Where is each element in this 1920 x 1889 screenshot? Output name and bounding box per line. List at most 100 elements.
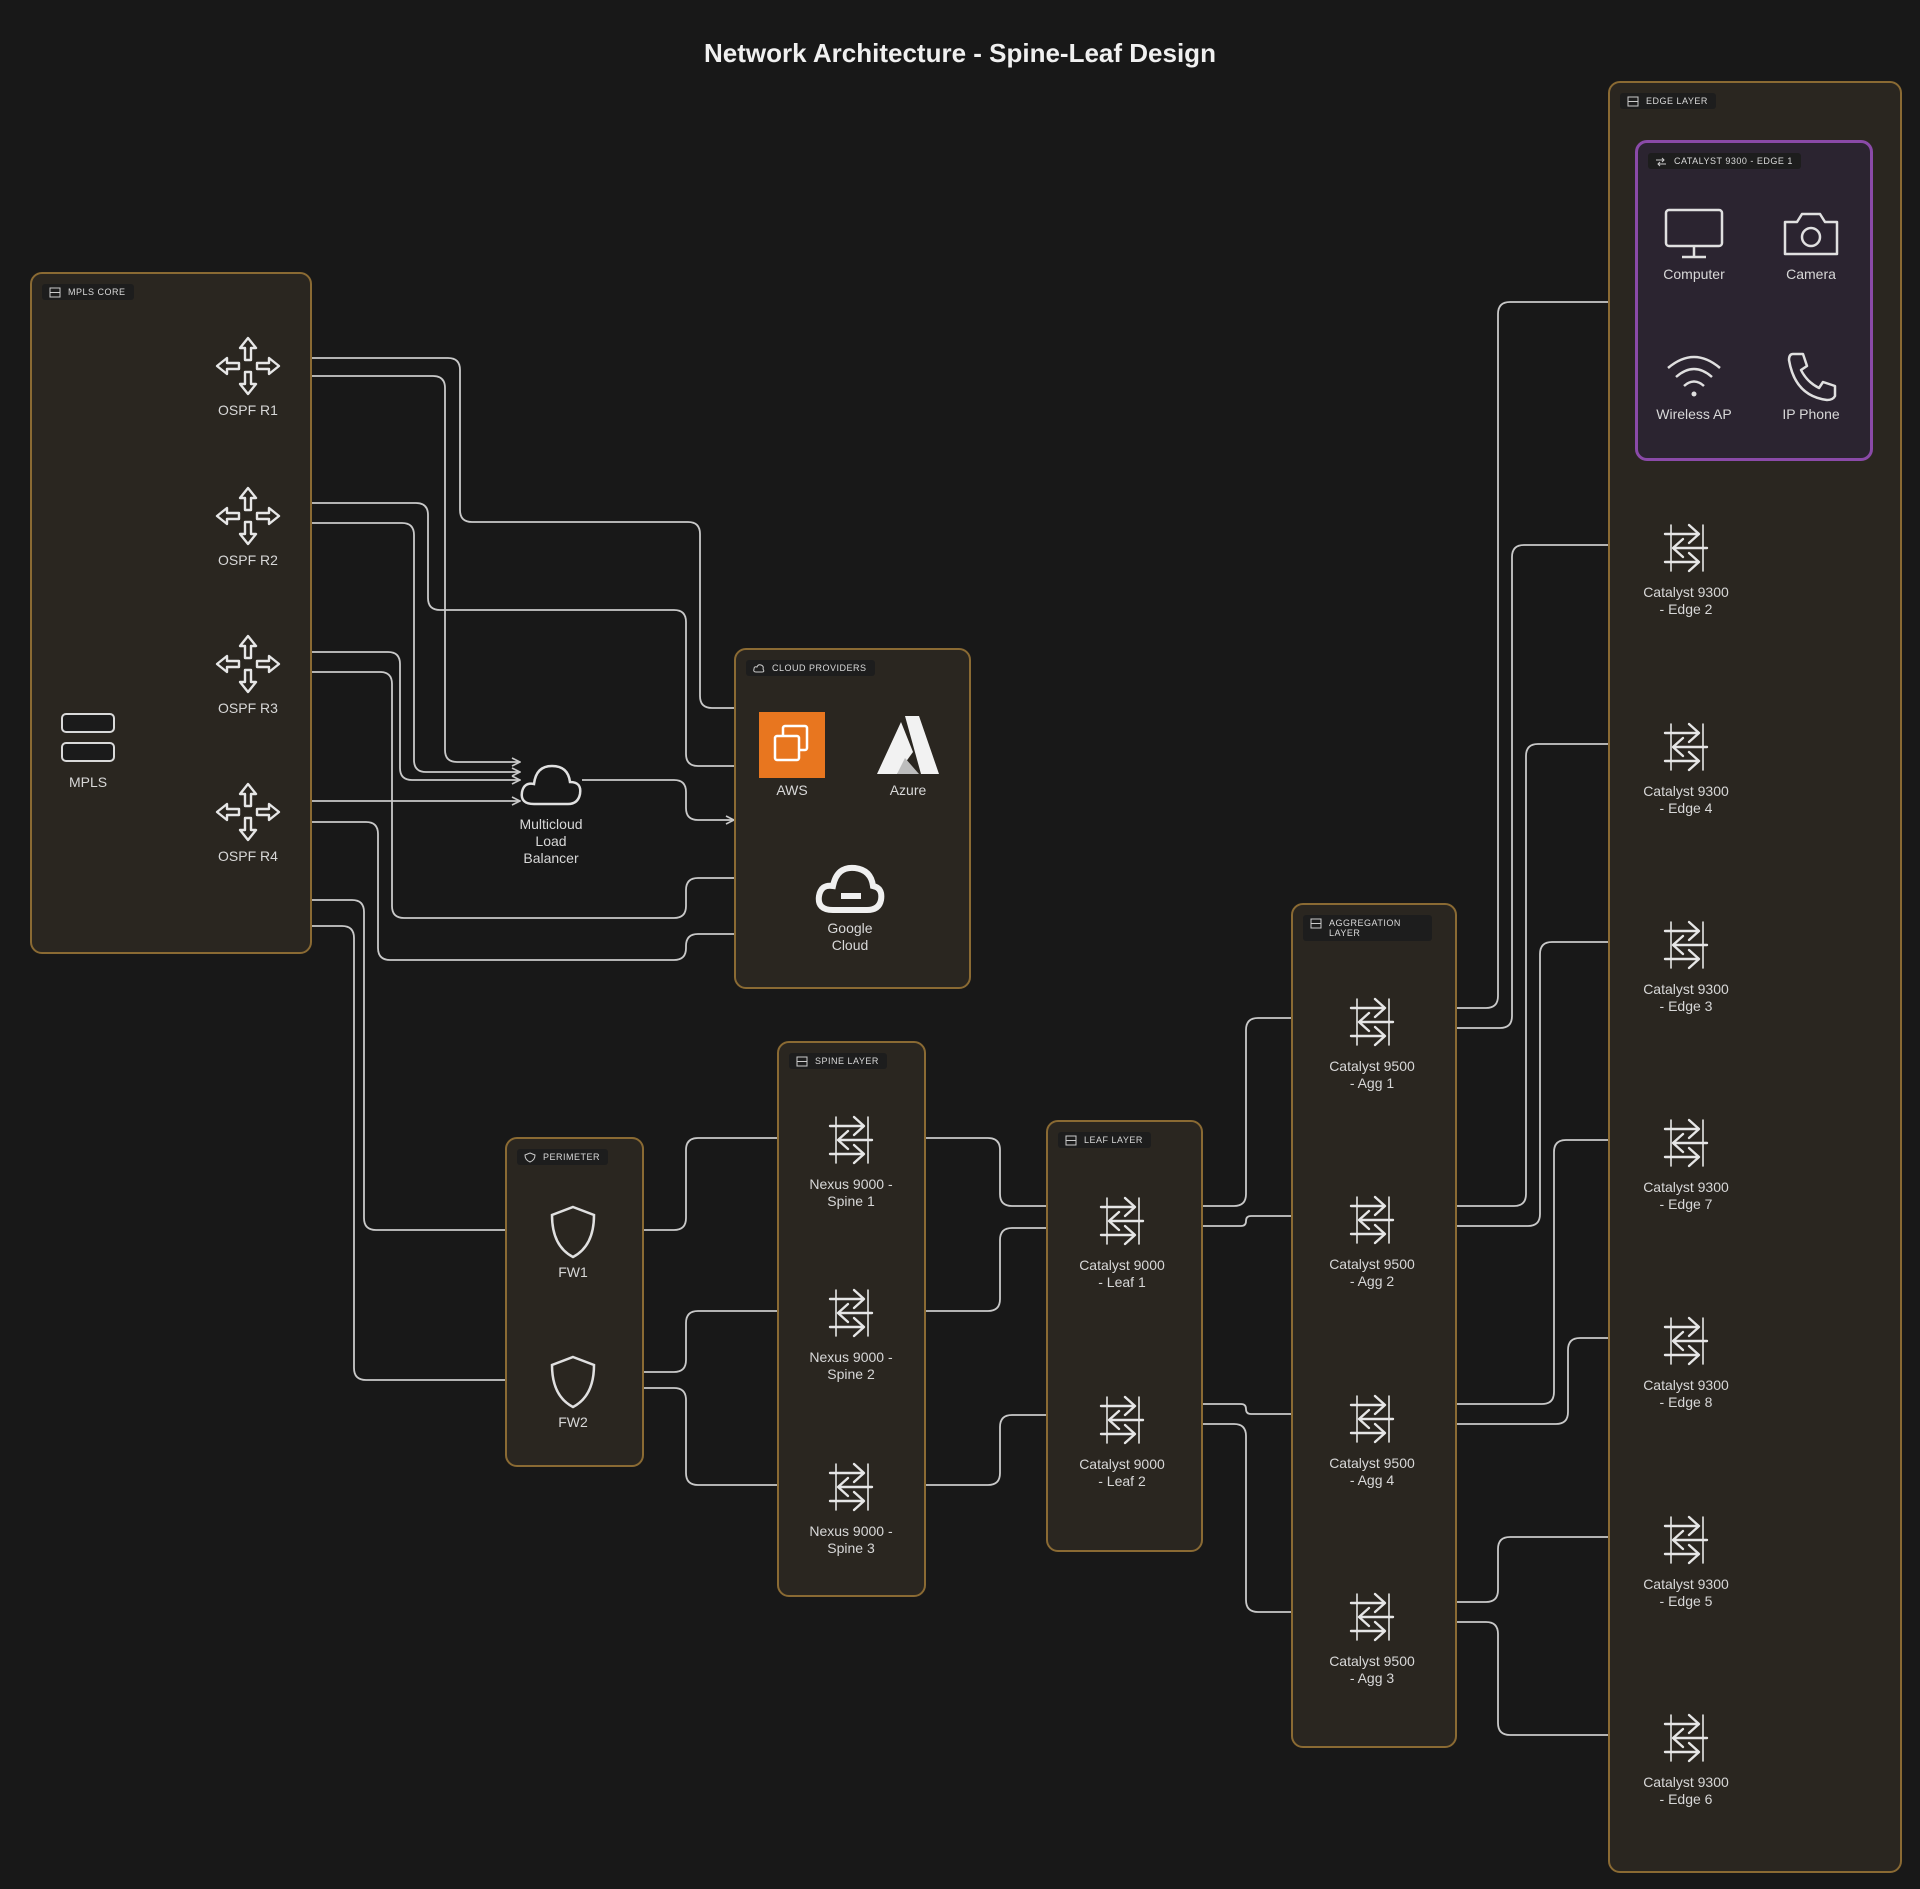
aws-node[interactable]: AWS [717,712,867,799]
azure-node[interactable]: Azure [833,712,983,799]
server-icon [1310,918,1322,929]
switch-label: Catalyst 9300 - Edge 5 [1643,1576,1729,1609]
leaf-1[interactable]: Catalyst 9000 - Leaf 1 [1047,1189,1197,1291]
agg-4[interactable]: Catalyst 9500 - Agg 4 [1297,1387,1447,1489]
agg-1[interactable]: Catalyst 9500 - Agg 1 [1297,990,1447,1092]
fw1-label: FW1 [558,1264,588,1280]
edge-7[interactable]: Catalyst 9300 - Edge 7 [1611,1111,1761,1213]
computer-node[interactable]: Computer [1619,206,1769,283]
camera-icon [1783,212,1839,256]
group-label: EDGE LAYER [1620,93,1716,109]
ospf-r1[interactable]: OSPF R1 [173,334,323,419]
spine-1[interactable]: Nexus 9000 - Spine 1 [776,1108,926,1210]
gcp-node[interactable]: Google Cloud [775,860,925,954]
fw2-node[interactable]: FW2 [498,1354,648,1431]
wire-r3-cloud[interactable] [283,672,734,919]
leaf-layer-group[interactable]: LEAF LAYER [1046,1120,1203,1552]
switch-icon [828,1288,874,1338]
edge-8[interactable]: Catalyst 9300 - Edge 8 [1611,1309,1761,1411]
wire-spine2-leaf1[interactable] [882,1228,1090,1312]
wire-spine1-leaf1[interactable] [882,1137,1090,1206]
leaf-2[interactable]: Catalyst 9000 - Leaf 2 [1047,1388,1197,1490]
edge-5[interactable]: Catalyst 9300 - Edge 5 [1611,1508,1761,1610]
spine-3[interactable]: Nexus 9000 - Spine 3 [776,1455,926,1557]
router-label: OSPF R3 [218,700,278,716]
edge1-group[interactable]: CATALYST 9300 - EDGE 1 [1635,140,1873,461]
group-label: MPLS CORE [42,284,134,300]
multicloud-load-balancer[interactable]: Multicloud Load Balancer [476,752,626,867]
fw1-node[interactable]: FW1 [498,1204,648,1281]
wireless-ap-node[interactable]: Wireless AP [1619,350,1769,423]
wire-agg2-edge3[interactable] [1404,942,1652,1227]
group-label: SPINE LAYER [789,1053,887,1069]
phone-icon [1787,352,1837,402]
wire-r1-cloud[interactable] [283,358,734,709]
agg-3[interactable]: Catalyst 9500 - Agg 3 [1297,1585,1447,1687]
camera-node[interactable]: Camera [1736,206,1886,283]
wire-leaf1-agg2[interactable] [1154,1216,1340,1227]
wire-leaf2-agg3[interactable] [1154,1423,1340,1612]
wire-r3-lb[interactable] [283,651,520,780]
wire-agg3-edge6[interactable] [1404,1621,1652,1735]
firewall-shield-icon [550,1205,596,1259]
wire-r1-lb[interactable] [283,375,520,762]
edge-4[interactable]: Catalyst 9300 - Edge 4 [1611,715,1761,817]
wire-leaf1-agg1[interactable] [1154,1018,1340,1207]
mpls-port-2[interactable] [61,742,115,762]
spine-layer-group[interactable]: SPINE LAYER [777,1041,926,1597]
perimeter-group[interactable]: PERIMETER [505,1137,644,1467]
cloud-icon [520,764,582,806]
switch-icon [1349,1195,1395,1245]
aggregation-layer-group[interactable]: AGGREGATION LAYER [1291,903,1457,1748]
edge-2[interactable]: Catalyst 9300 - Edge 2 [1611,516,1761,618]
wire-agg1-edge2[interactable] [1404,545,1652,1029]
edge-6[interactable]: Catalyst 9300 - Edge 6 [1611,1706,1761,1808]
wire-fw2-spine2[interactable] [608,1311,818,1373]
switch-icon [1663,1118,1709,1168]
switch-icon [1663,1316,1709,1366]
aggregation-group-title: AGGREGATION LAYER [1329,918,1401,938]
server-icon [796,1056,808,1067]
lb-label: Multicloud Load Balancer [519,816,583,866]
wire-agg4-edge7[interactable] [1404,1140,1652,1405]
google-cloud-icon [815,864,885,913]
switch-label: Catalyst 9300 - Edge 8 [1643,1377,1729,1410]
ospf-r3[interactable]: OSPF R3 [173,632,323,717]
switch-icon [1656,157,1666,167]
spine-2[interactable]: Nexus 9000 - Spine 2 [776,1281,926,1383]
switch-label: Catalyst 9300 - Edge 6 [1643,1774,1729,1807]
wire-spine3-leaf2[interactable] [882,1415,1090,1486]
ospf-r4[interactable]: OSPF R4 [173,780,323,865]
wire-r2-cloud[interactable] [283,503,734,767]
wire-lb-cloud[interactable] [582,779,734,820]
firewall-shield-icon [550,1355,596,1409]
switch-label: Catalyst 9500 - Agg 4 [1329,1455,1415,1488]
wire-agg2-edge4[interactable] [1404,744,1652,1207]
azure-icon [877,716,939,774]
wire-fw1-spine1[interactable] [608,1138,818,1231]
mpls-port-1[interactable] [61,713,115,733]
wire-r4-cloud[interactable] [283,822,734,961]
edge-group-title: EDGE LAYER [1646,96,1708,106]
wire-agg3-edge5[interactable] [1404,1537,1652,1603]
agg-2[interactable]: Catalyst 9500 - Agg 2 [1297,1188,1447,1290]
ospf-r2[interactable]: OSPF R2 [173,484,323,569]
wire-leaf2-agg4[interactable] [1154,1403,1340,1414]
mpls-core-group[interactable]: MPLS CORE [30,272,312,954]
switch-icon [1099,1395,1145,1445]
edge-3[interactable]: Catalyst 9300 - Edge 3 [1611,913,1761,1015]
switch-icon [1349,1592,1395,1642]
wire-fw2-spine3[interactable] [608,1387,818,1485]
group-label: PERIMETER [517,1149,609,1165]
switch-icon [1099,1196,1145,1246]
switch-icon [1349,1394,1395,1444]
aws-ec2-icon [759,712,825,778]
shield-icon [524,1152,536,1163]
switch-label: Catalyst 9000 - Leaf 1 [1079,1257,1165,1290]
switch-label: Catalyst 9500 - Agg 1 [1329,1058,1415,1091]
wire-r2-lb[interactable] [283,522,520,772]
wire-agg1-edge1[interactable] [1404,302,1638,1009]
wire-agg4-edge8[interactable] [1404,1338,1652,1425]
cloud-providers-group[interactable]: CLOUD PROVIDERS [734,648,971,989]
ip-phone-node[interactable]: IP Phone [1736,350,1886,423]
